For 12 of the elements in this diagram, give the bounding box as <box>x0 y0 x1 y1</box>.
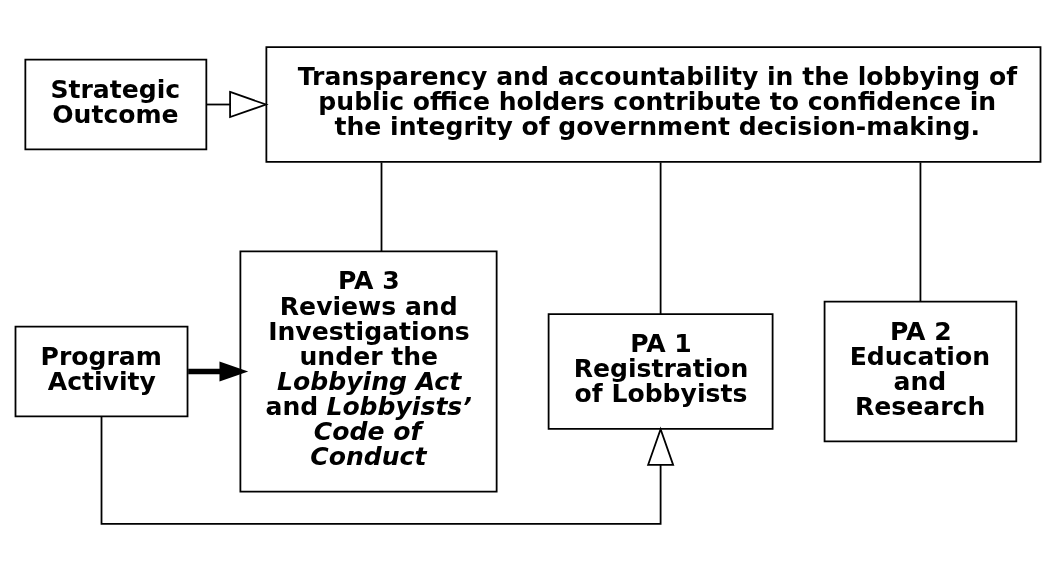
connector <box>919 161 922 303</box>
node-box: PA 3 Reviews and Investigations under the Lobbying Act and Lobbyists’ Code of Conduct <box>239 250 498 493</box>
connector <box>380 161 383 253</box>
node-box: Program Activity <box>14 325 189 418</box>
arrow <box>100 415 675 525</box>
node-box: Transparency and accountability in the lobbying of public office holders contribute to confidence in the integrity of government decision-making. <box>265 46 1042 163</box>
node-box: PA 2 Education and Research <box>823 300 1018 443</box>
arrow <box>205 90 269 119</box>
connector <box>659 161 662 316</box>
arrow <box>188 361 249 382</box>
node-box: PA 1 Registration of Lobbyists <box>547 313 774 430</box>
node-box: Strategic Outcome <box>24 58 208 151</box>
